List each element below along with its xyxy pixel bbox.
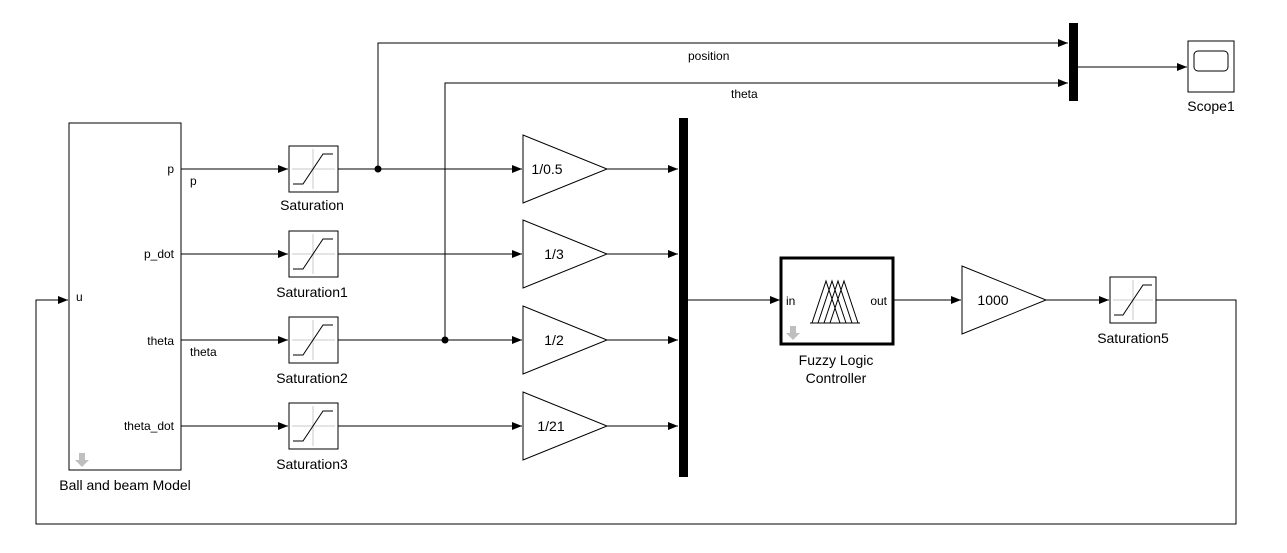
- ball-and-beam-model-block[interactable]: u p p_dot theta theta_dot: [68, 122, 182, 471]
- saturation-icon: [293, 153, 333, 185]
- saturation1-label: Saturation1: [276, 284, 348, 300]
- signal-label-position: position: [688, 49, 729, 63]
- fuzzy-label-line2: Controller: [806, 370, 867, 386]
- port-p-dot-label: p_dot: [144, 247, 175, 261]
- saturation-icon: [293, 238, 333, 270]
- subsystem-arrow-icon: [75, 453, 89, 467]
- saturation5-block[interactable]: [1109, 276, 1157, 324]
- signal-label-theta: theta: [190, 345, 217, 359]
- ball-and-beam-model-label: Ball and beam Model: [59, 477, 191, 493]
- fuzzy-in-port-label: in: [786, 294, 795, 308]
- gain-block-main[interactable]: 1000: [961, 265, 1048, 335]
- signal-position-line: [377, 39, 1068, 169]
- saturation5-label: Saturation5: [1097, 330, 1169, 346]
- subsystem-arrow-icon: [786, 326, 800, 340]
- mux-block[interactable]: [679, 118, 688, 477]
- scope-label: Scope1: [1187, 98, 1235, 114]
- gain-4-value: 1/21: [537, 418, 564, 434]
- gain-block-3[interactable]: 1/2: [522, 305, 609, 375]
- fuzzy-out-port-label: out: [870, 294, 887, 308]
- fuzzy-label-line1: Fuzzy Logic: [799, 352, 874, 368]
- saturation-icon: [1114, 284, 1152, 316]
- port-theta-label: theta: [147, 334, 174, 348]
- signal-label-p: p: [190, 174, 197, 188]
- gain-3-value: 1/2: [544, 332, 564, 348]
- gain-block-2[interactable]: 1/3: [522, 219, 609, 289]
- saturation3-block[interactable]: [288, 402, 339, 450]
- port-u-label: u: [76, 290, 83, 304]
- scope-mux-block[interactable]: [1069, 23, 1078, 101]
- saturation-icon: [293, 410, 333, 442]
- signal-label-theta-top: theta: [731, 87, 758, 101]
- saturation-icon: [293, 324, 333, 356]
- scope-icon: [1193, 50, 1229, 72]
- saturation-label: Saturation: [280, 197, 344, 213]
- saturation2-block[interactable]: [288, 316, 339, 364]
- signal-feedback-line: [35, 296, 1237, 525]
- saturation-block[interactable]: [288, 145, 339, 193]
- scope-block[interactable]: [1187, 40, 1235, 93]
- saturation1-block[interactable]: [288, 230, 339, 278]
- gain-2-value: 1/3: [544, 246, 564, 262]
- membership-functions-icon: [810, 279, 860, 324]
- saturation3-label: Saturation3: [276, 456, 348, 472]
- fuzzy-logic-controller-block[interactable]: in out: [779, 256, 895, 346]
- port-p-label: p: [167, 162, 174, 176]
- gain-main-value: 1000: [977, 292, 1008, 308]
- port-theta-dot-label: theta_dot: [124, 419, 175, 433]
- saturation2-label: Saturation2: [276, 370, 348, 386]
- gain-block-1[interactable]: 1/0.5: [522, 134, 609, 204]
- gain-block-4[interactable]: 1/21: [522, 391, 609, 461]
- signal-theta-scope-line: [444, 79, 1068, 340]
- gain-1-value: 1/0.5: [531, 161, 562, 177]
